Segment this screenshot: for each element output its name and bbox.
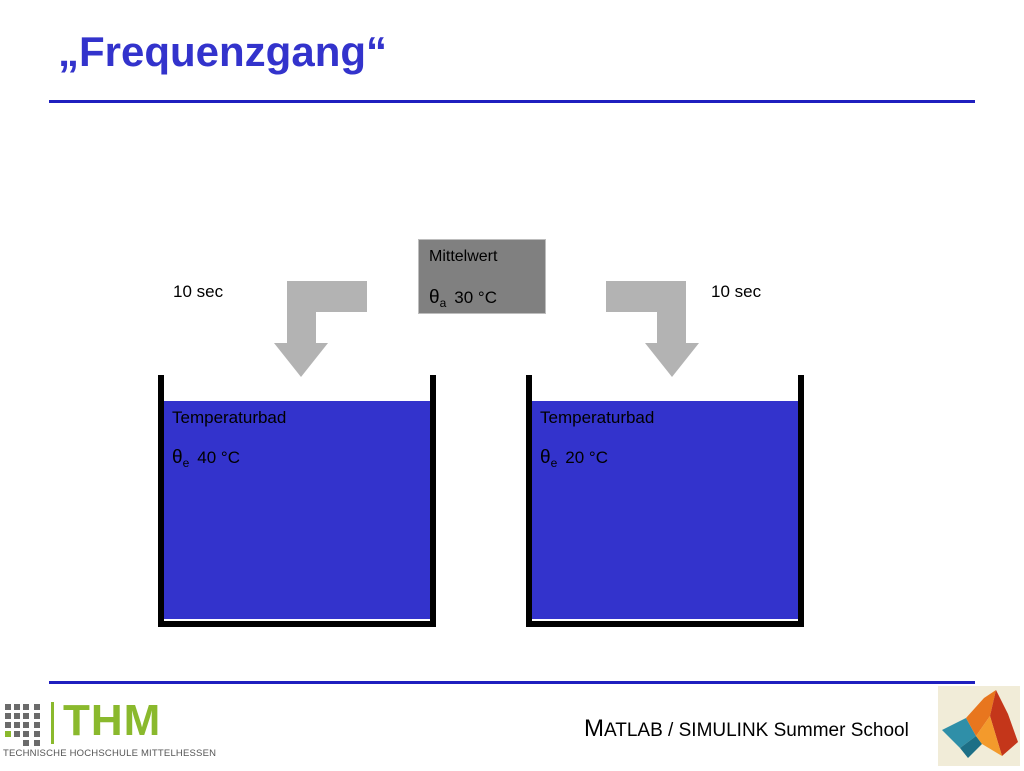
mittelwert-value-line: θa 30 °C (429, 287, 497, 310)
bath-value-line: θe 40 °C (172, 447, 240, 470)
tank-wall-left (526, 375, 532, 623)
matlab-membrane-icon (942, 690, 1018, 758)
theta-subscript: e (182, 456, 190, 470)
theta-symbol: θ (540, 447, 551, 468)
mittelwert-box: Mittelwert θa 30 °C (418, 239, 546, 314)
bath-label: Temperaturbad (172, 408, 287, 427)
right-bent-arrow-icon (606, 281, 699, 377)
mittelwert-label: Mittelwert (429, 248, 498, 265)
thm-subtitle: TECHNISCHE HOCHSCHULE MITTELHESSEN (3, 748, 217, 759)
theta-symbol: θ (429, 287, 440, 308)
bath-water (164, 401, 432, 619)
thm-logo: THM TECHNISCHE HOCHSCHULE MITTELHESSEN (3, 696, 216, 762)
thm-divider-bar (51, 702, 54, 744)
bath-temperature: 20 °C (565, 448, 608, 467)
theta-subscript: a (439, 296, 447, 310)
footer-rest: ATLAB / SIMULINK Summer School (604, 720, 909, 741)
bath-temperature: 40 °C (197, 448, 240, 467)
mittelwert-value: 30 °C (454, 288, 497, 307)
tank-base (526, 621, 804, 627)
tank-wall-right (798, 375, 804, 623)
left-bent-arrow-icon (274, 281, 367, 377)
footer-divider (49, 681, 975, 684)
tank-wall-left (158, 375, 164, 623)
footer-initial: M (584, 715, 604, 742)
tank-base (158, 621, 436, 627)
temperature-bath-left: Temperaturbad θe 40 °C (158, 375, 436, 627)
slide-title: „Frequenzgang“ (58, 28, 388, 75)
bath-value-line: θe 20 °C (540, 447, 608, 470)
title-divider (49, 100, 975, 103)
right-duration-label: 10 sec (711, 282, 762, 301)
bath-label: Temperaturbad (540, 408, 655, 427)
thm-wordmark: THM (63, 696, 162, 745)
thm-dot-grid-icon (5, 704, 40, 746)
theta-subscript: e (550, 456, 558, 470)
matlab-logo (938, 686, 1020, 766)
temperature-bath-right: Temperaturbad θe 20 °C (526, 375, 804, 627)
left-duration-label: 10 sec (173, 282, 224, 301)
theta-symbol: θ (172, 447, 183, 468)
footer-course-title: MATLAB / SIMULINK Summer School (584, 715, 909, 743)
bath-water (532, 401, 800, 619)
tank-wall-right (430, 375, 436, 623)
